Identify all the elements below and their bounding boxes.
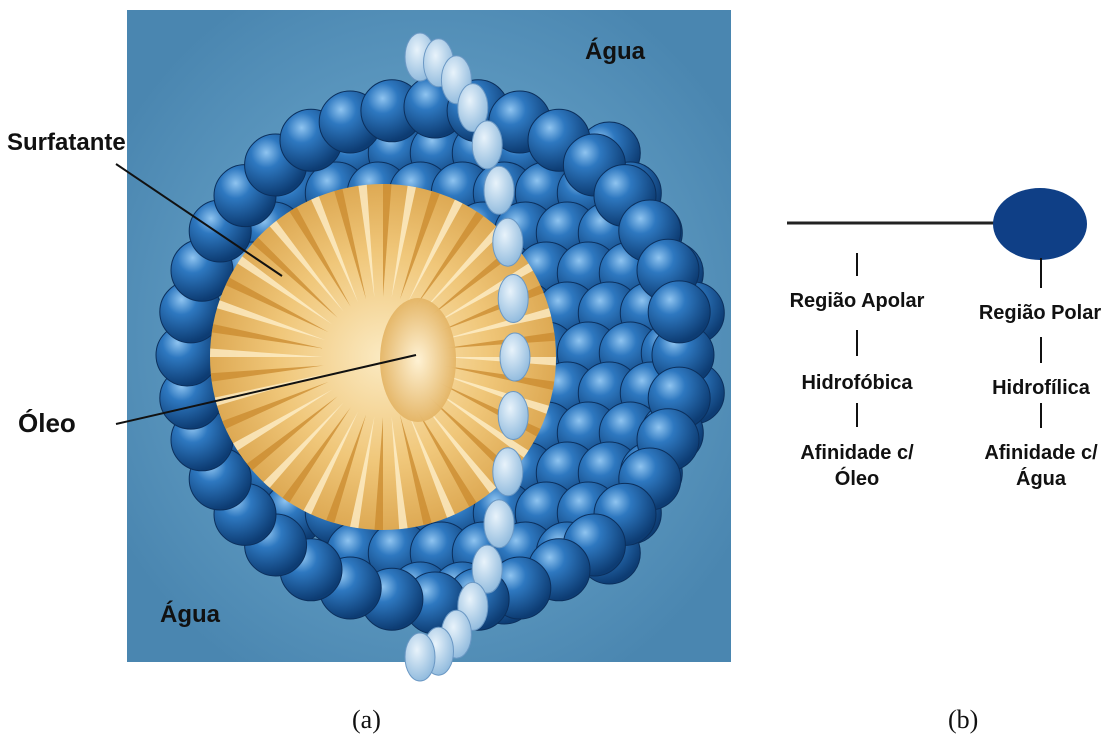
label-apolar-region: Região Apolar <box>790 290 925 312</box>
caption-a: (a) <box>352 705 381 734</box>
surfactant-cut-head <box>493 218 523 266</box>
connector-lines <box>857 253 1041 428</box>
label-water-affinity-1: Afinidade c/ <box>984 442 1098 464</box>
label-oil: Óleo <box>18 408 76 438</box>
label-polar-region: Região Polar <box>979 302 1101 324</box>
surfactant-cut-head <box>484 500 514 548</box>
surfactant-cut-head <box>498 275 528 323</box>
surfactant-cut-head <box>493 448 523 496</box>
surfactant-cut-head <box>500 333 530 381</box>
surfactant-cut-head <box>472 121 502 169</box>
surfactant-cut-head <box>484 166 514 214</box>
surfactant-molecule <box>787 188 1087 260</box>
label-water-bottom: Água <box>160 600 221 628</box>
surfactant-cut-head <box>405 633 435 681</box>
label-surfactant: Surfatante <box>7 129 126 156</box>
polar-head <box>993 188 1087 260</box>
label-hydrophilic: Hidrofílica <box>992 377 1091 399</box>
caption-b: (b) <box>948 705 978 734</box>
label-hydrophobic: Hidrofóbica <box>801 372 913 394</box>
label-oil-affinity-2: Óleo <box>835 466 879 490</box>
surfactant-cut-head <box>498 392 528 440</box>
label-water-top: Água <box>585 37 646 65</box>
label-oil-affinity-1: Afinidade c/ <box>800 442 914 464</box>
label-water-affinity-2: Água <box>1016 467 1067 490</box>
surfactant-head-ball <box>648 281 710 343</box>
